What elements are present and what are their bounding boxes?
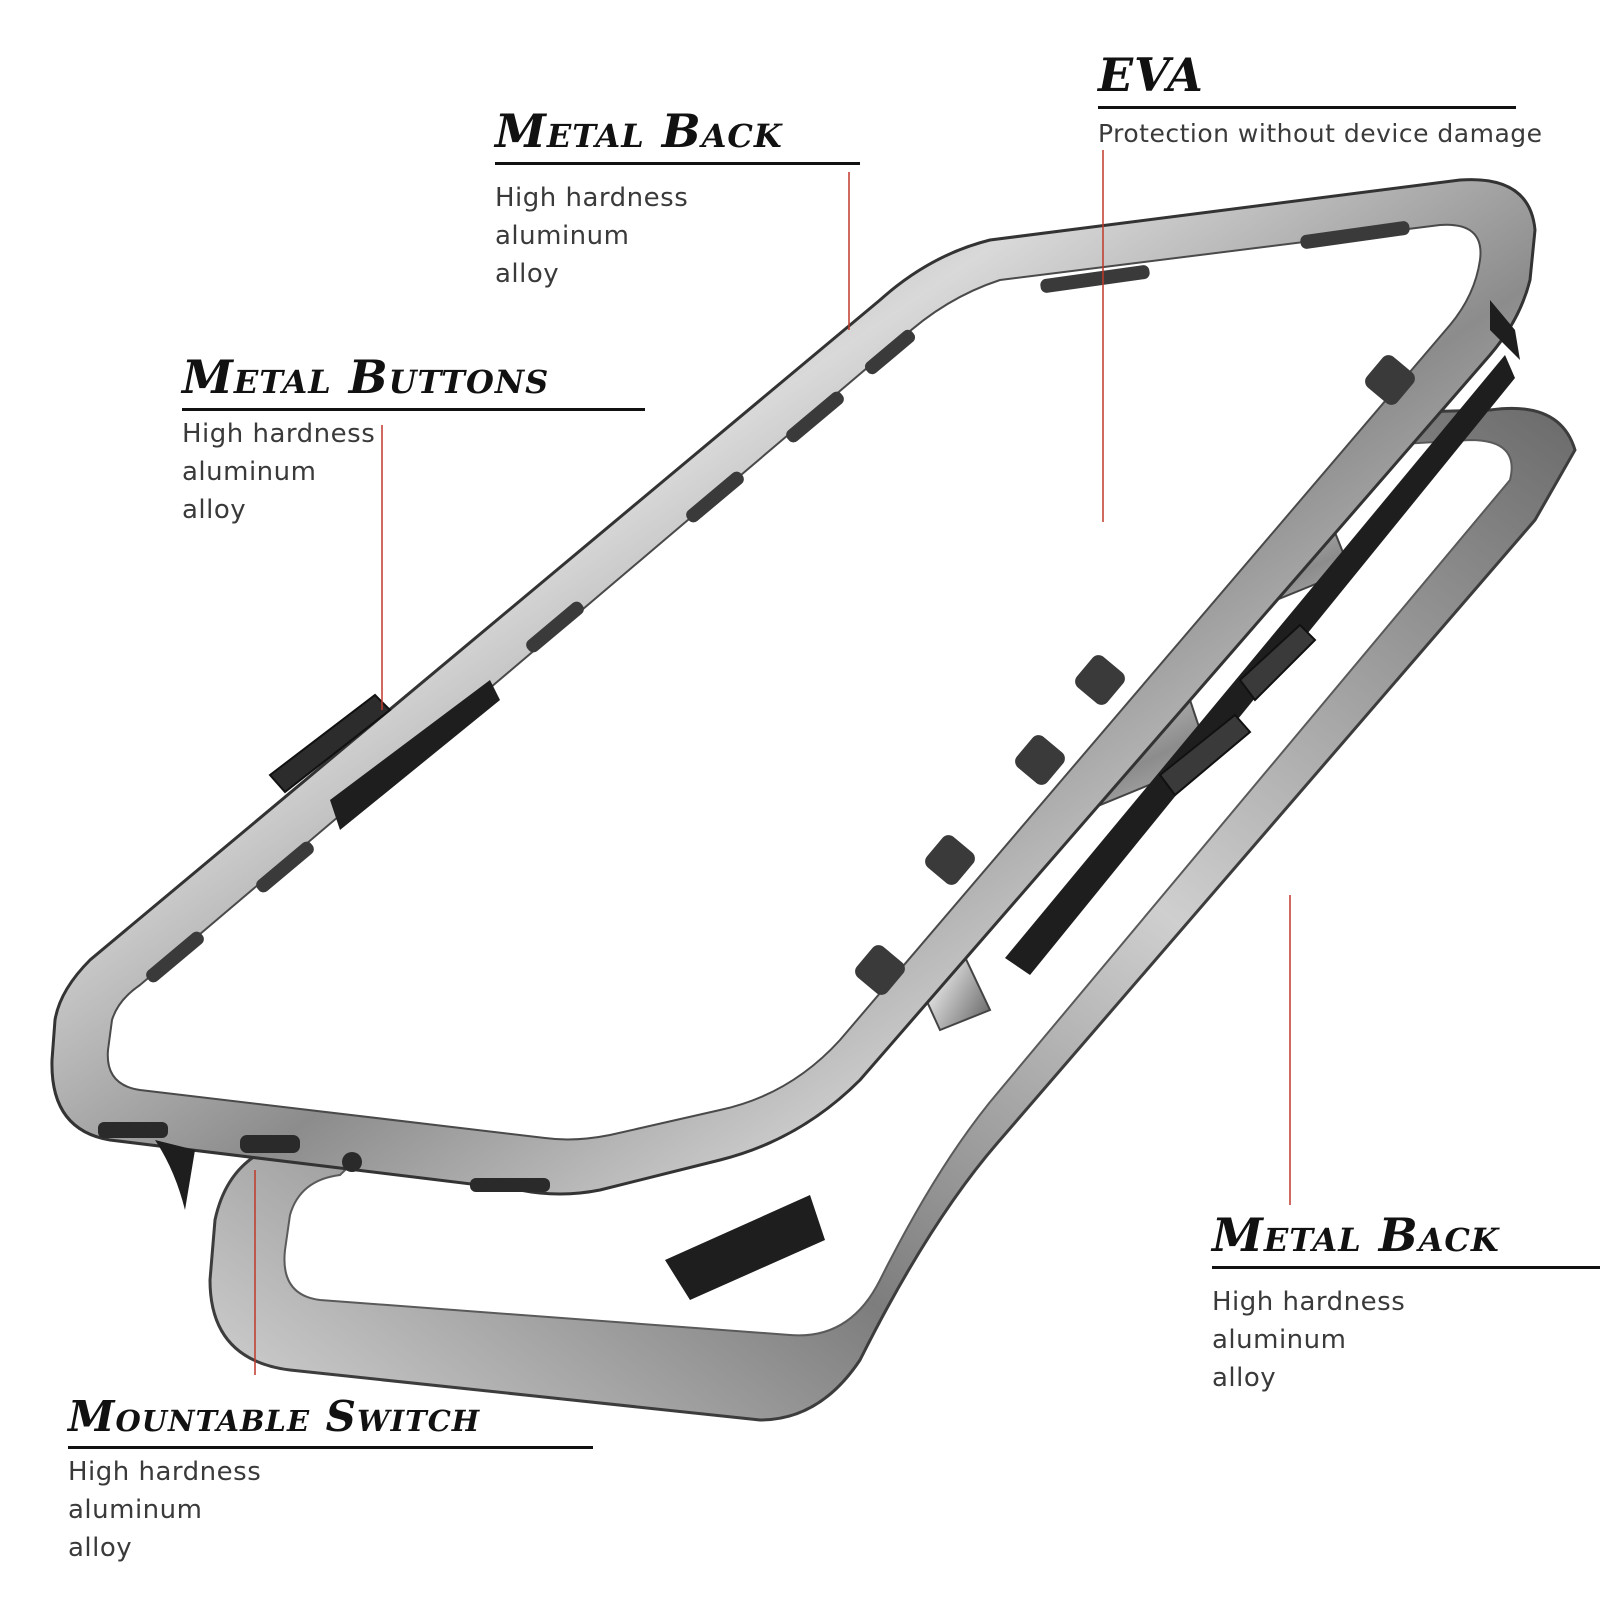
- callout-description: High hardness aluminum alloy: [495, 183, 689, 289]
- front-eva-left: [330, 680, 500, 830]
- callout-metal-buttons: Metal Buttons High hardness aluminum all…: [182, 354, 645, 529]
- callout-title: EVA: [1098, 48, 1204, 102]
- front-frame: [50, 178, 1537, 1196]
- callout-eva: EVA Protection without device damage: [1098, 48, 1543, 153]
- side-slots-left: [146, 329, 916, 983]
- title-rule: [182, 408, 645, 411]
- switch-slot: [240, 1135, 300, 1153]
- callout-metal-back-right: Metal Back High hardness aluminum alloy: [1212, 1212, 1600, 1397]
- speaker-slot-right: [470, 1178, 550, 1192]
- callout-description: High hardness aluminum alloy: [1212, 1287, 1406, 1393]
- title-rule: [495, 162, 860, 165]
- callout-title: Metal Back: [495, 104, 783, 158]
- callout-description: Protection without device damage: [1098, 119, 1543, 148]
- leader-lines: [254, 150, 1291, 1375]
- bottom-clip-left: [155, 1140, 195, 1210]
- callout-description: High hardness aluminum alloy: [68, 1457, 262, 1563]
- callout-description: High hardness aluminum alloy: [182, 419, 376, 525]
- front-frame-inner: [106, 223, 1482, 1141]
- side-slots-right: [855, 221, 1415, 995]
- callout-title: Mountable Switch: [68, 1392, 481, 1441]
- speaker-slot-left: [98, 1122, 168, 1138]
- title-rule: [1212, 1266, 1600, 1269]
- title-rule: [1098, 106, 1516, 109]
- callout-mountable-switch: Mountable Switch High hardness aluminum …: [68, 1396, 593, 1567]
- callout-metal-back-top: Metal Back High hardness aluminum alloy: [495, 108, 860, 293]
- top-clip-right: [1490, 300, 1520, 360]
- eva-pad-bottom: [665, 1195, 825, 1300]
- charging-port-hole: [342, 1152, 362, 1172]
- title-rule: [68, 1446, 593, 1449]
- callout-title: Metal Buttons: [182, 350, 550, 404]
- metal-buttons: [155, 300, 1520, 1210]
- button-right-2: [1158, 713, 1252, 797]
- button-left: [268, 693, 392, 794]
- callout-title: Metal Back: [1212, 1208, 1500, 1262]
- button-right-1: [1238, 623, 1317, 702]
